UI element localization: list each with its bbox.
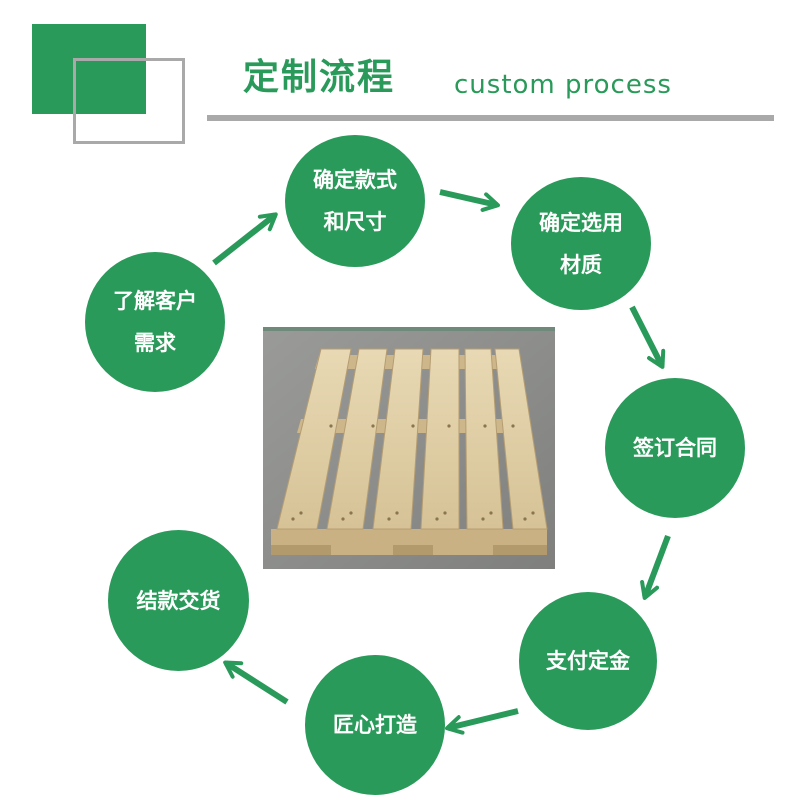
step-payment-delivery: 结款交货 bbox=[108, 530, 249, 671]
arrow-1-to-2 bbox=[212, 212, 278, 266]
arrow-5-to-6 bbox=[445, 708, 519, 735]
step-pay-deposit: 支付定金 bbox=[519, 592, 657, 730]
arrow-3-to-4 bbox=[629, 305, 666, 369]
step-sign-contract: 签订合同 bbox=[605, 378, 745, 518]
page-subtitle: custom process bbox=[454, 70, 672, 100]
step-select-material: 确定选用 材质 bbox=[511, 177, 651, 310]
pallet-photo bbox=[263, 327, 555, 569]
step-understand-needs: 了解客户 需求 bbox=[85, 252, 225, 392]
decor-green-square bbox=[32, 24, 146, 114]
arrow-4-to-5 bbox=[640, 534, 671, 600]
page-title: 定制流程 bbox=[243, 57, 396, 98]
decor-gray-outline-square bbox=[73, 58, 185, 144]
arrow-6-to-7 bbox=[223, 660, 289, 705]
step-style-and-size: 确定款式 和尺寸 bbox=[285, 135, 425, 267]
arrow-2-to-3 bbox=[439, 189, 500, 212]
step-manufacture: 匠心打造 bbox=[305, 655, 445, 795]
title-underline bbox=[207, 115, 774, 121]
